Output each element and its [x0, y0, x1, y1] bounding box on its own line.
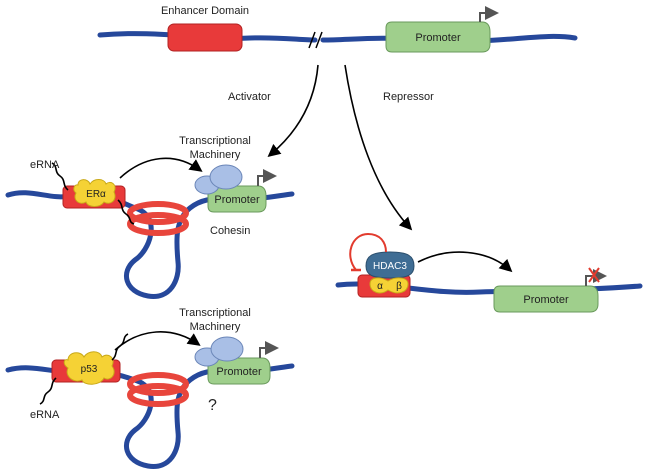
- promoter-label-3: Promoter: [523, 294, 569, 306]
- repressor-label: Repressor: [383, 91, 434, 103]
- activation-arrow-1: [119, 157, 203, 179]
- p53-label: p53: [81, 364, 98, 375]
- activator-loop-eralpha: ERα eRNA Promoter Transcriptional Machin…: [5, 135, 295, 299]
- hdac3-factor: [365, 251, 415, 279]
- erna-squiggle-2b: [39, 377, 57, 405]
- eralpha-label: ERα: [86, 189, 106, 200]
- tss-arrow-1: [257, 169, 277, 186]
- promoter-box-top: [385, 21, 491, 53]
- enhancer-domain-box: [167, 23, 243, 52]
- erna-label-1: eRNA: [30, 159, 60, 171]
- cohesin-label: Cohesin: [210, 225, 250, 237]
- promoter-box-3: [493, 285, 599, 313]
- alpha-beta-factor: [369, 277, 409, 294]
- activator-label: Activator: [228, 91, 271, 103]
- erna-squiggle-2a: [111, 333, 129, 361]
- repressor-arrow: [344, 64, 413, 231]
- no-transcription-x-2: [588, 267, 600, 283]
- activation-arrow-2: [114, 331, 201, 351]
- machinery-blob-1b: [209, 164, 243, 190]
- cohesin-ring-2b: [127, 383, 189, 407]
- activator-arrow: [267, 64, 319, 158]
- transcriptional-label-2: Transcriptional: [179, 307, 251, 319]
- beta-label: β: [396, 281, 402, 292]
- break-mark-1: [308, 31, 316, 49]
- promoter-label-2: Promoter: [216, 366, 262, 378]
- activator-loop-p53: p53 eRNA Promoter Transcriptional Machin…: [5, 307, 295, 469]
- machinery-label-2: Machinery: [190, 321, 241, 333]
- repressor-complex: HDAC3 α β Promoter: [335, 232, 643, 313]
- machinery-blob-2b: [210, 336, 244, 362]
- promoter-label-top: Promoter: [415, 32, 461, 44]
- tss-arrow-2: [259, 341, 279, 358]
- erna-squiggle-1a: [51, 162, 69, 191]
- erna-squiggle-1b: [117, 199, 135, 225]
- hdac3-label: HDAC3: [373, 261, 407, 272]
- repression-arrow: [417, 251, 513, 273]
- inhibition-arc: [349, 232, 387, 271]
- transcriptional-label-1: Transcriptional: [179, 135, 251, 147]
- enhancer-domain-label: Enhancer Domain: [161, 5, 249, 17]
- top-linear-dna: Enhancer Domain Promoter: [97, 5, 578, 53]
- machinery-label-1: Machinery: [190, 149, 241, 161]
- tss-arrow-3: [585, 269, 607, 286]
- promoter-label-1: Promoter: [214, 194, 260, 206]
- break-mark-2: [315, 31, 323, 49]
- alpha-label: α: [377, 281, 383, 292]
- unknown-question-mark: ?: [208, 397, 217, 414]
- tss-arrow-top: [479, 6, 499, 22]
- cohesin-ring-1a: [127, 201, 189, 225]
- eralpha-factor: [73, 179, 116, 207]
- cohesin-ring-1b: [127, 212, 189, 236]
- erna-label-2: eRNA: [30, 409, 60, 421]
- cohesin-ring-2a: [127, 372, 189, 396]
- p53-factor: [63, 351, 115, 385]
